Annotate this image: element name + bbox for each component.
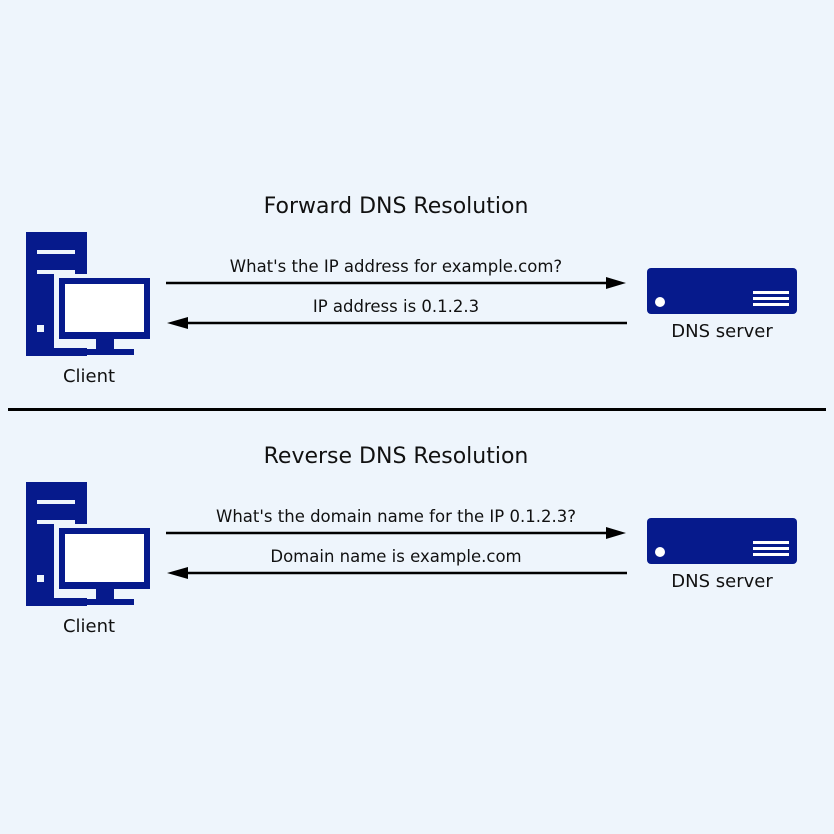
- forward-section-title: Forward DNS Resolution: [263, 194, 529, 219]
- reverse-response-label: Domain name is example.com: [270, 547, 522, 566]
- dns-server-icon: [647, 518, 797, 564]
- client-computer-icon: [26, 482, 152, 606]
- forward-response-arrow: [167, 317, 627, 329]
- forward-request-label: What's the IP address for example.com?: [229, 257, 563, 276]
- reverse-response-arrow: [167, 567, 627, 579]
- forward-response-label: IP address is 0.1.2.3: [312, 297, 480, 316]
- forward-request-arrow: [166, 277, 626, 289]
- reverse-request-label: What's the domain name for the IP 0.1.2.…: [216, 507, 576, 526]
- reverse-request-arrow: [166, 527, 626, 539]
- reverse-client-label: Client: [62, 616, 116, 637]
- forward-server-label: DNS server: [671, 321, 773, 342]
- reverse-server-label: DNS server: [671, 571, 773, 592]
- forward-client-label: Client: [62, 366, 116, 387]
- reverse-section-title: Reverse DNS Resolution: [263, 444, 529, 469]
- dns-server-icon: [647, 268, 797, 314]
- client-computer-icon: [26, 232, 152, 356]
- section-divider: [8, 408, 826, 411]
